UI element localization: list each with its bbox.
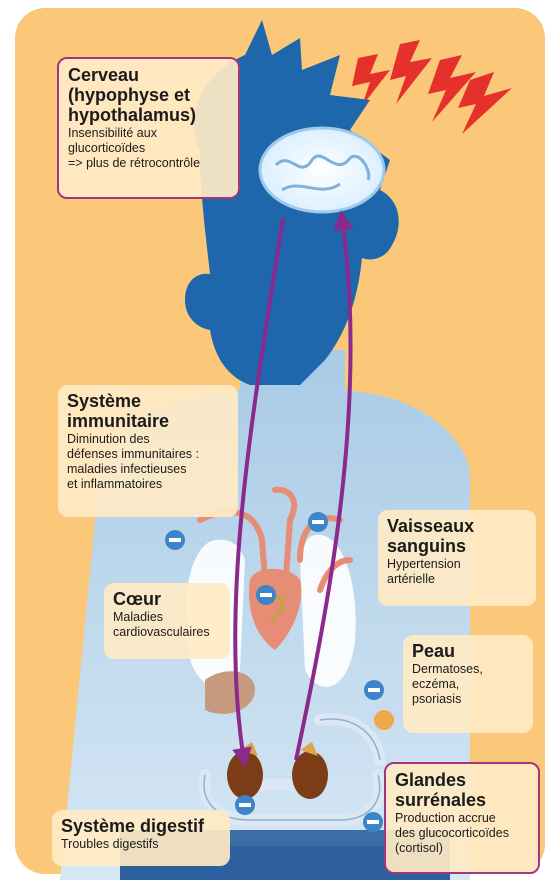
card-cerveau: Cerveau (hypophyse et hypothalamus) Inse… <box>57 57 240 199</box>
card-vaisseaux: Vaisseaux sanguins Hypertension artériel… <box>378 510 536 606</box>
card-digestif-title: Système digestif <box>61 816 221 836</box>
card-immunitaire: Système immunitaire Diminution des défen… <box>58 385 238 517</box>
card-surrenales-desc: Production accrue des glucocorticoïdes (… <box>395 811 529 856</box>
card-immunitaire-title: Système immunitaire <box>67 391 229 431</box>
card-peau-desc: Dermatoses, eczéma, psoriasis <box>412 662 524 707</box>
card-immunitaire-desc: Diminution des défenses immunitaires : m… <box>67 432 229 492</box>
card-cerveau-desc: Insensibilité aux glucorticoïdes => plus… <box>68 126 229 171</box>
card-digestif-desc: Troubles digestifs <box>61 837 221 852</box>
card-surrenales: Glandes surrénales Production accrue des… <box>384 762 540 874</box>
card-peau: Peau Dermatoses, eczéma, psoriasis <box>403 635 533 733</box>
card-coeur-desc: Maladies cardiovasculaires <box>113 610 221 640</box>
card-surrenales-title: Glandes surrénales <box>395 770 529 810</box>
card-cerveau-title: Cerveau (hypophyse et hypothalamus) <box>68 65 229 125</box>
card-coeur-title: Cœur <box>113 589 221 609</box>
card-vaisseaux-title: Vaisseaux sanguins <box>387 516 527 556</box>
card-vaisseaux-desc: Hypertension artérielle <box>387 557 527 587</box>
card-coeur: Cœur Maladies cardiovasculaires <box>104 583 230 659</box>
skin-detail <box>374 710 394 730</box>
card-digestif: Système digestif Troubles digestifs <box>52 810 230 866</box>
brain-icon <box>260 128 384 212</box>
card-peau-title: Peau <box>412 641 524 661</box>
